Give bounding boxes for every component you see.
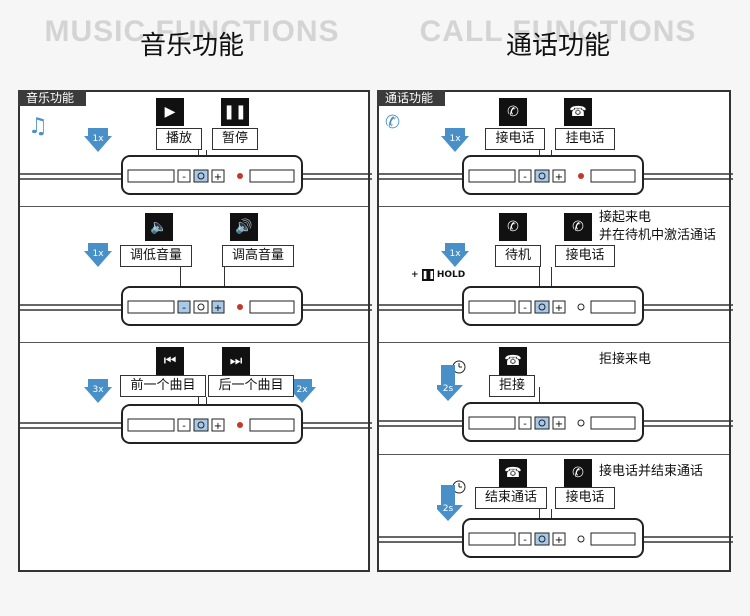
next-track-icon: ⏭: [222, 347, 250, 375]
press-arrow-1x: 1x: [84, 243, 112, 273]
hold-indicator: + ❚❚ HOLD: [411, 269, 466, 281]
svg-text:+: +: [555, 419, 563, 430]
remote-control: - +: [379, 155, 733, 195]
music-header: MUSIC FUNCTIONS 音乐功能: [22, 14, 362, 61]
volume-down-label: 调低音量: [120, 245, 192, 267]
press-arrow-1x: 1x: [441, 243, 469, 273]
press-label: 1x: [449, 134, 461, 144]
music-header-title: 音乐功能: [139, 31, 244, 61]
standby-call-icon: ✆: [499, 213, 527, 241]
note-end-and-answer: 接电话并结束通话: [599, 464, 704, 479]
hang-up-icon: ☎: [564, 98, 592, 126]
call-header-bg-text: CALL FUNCTIONS: [419, 15, 697, 48]
remote-control: - +: [379, 286, 733, 326]
end-call-label: 结束通话: [475, 487, 547, 509]
press-label: 2s: [443, 384, 454, 394]
press-label: 1x: [92, 134, 104, 144]
music-section-volume: 1x 🔈 🔊 调低音量 调高音量 - +: [20, 206, 372, 343]
svg-text:-: -: [182, 303, 186, 314]
note-answer-line2: 并在待机中激活通话: [599, 228, 717, 243]
pause-icon: ❚❚: [221, 98, 249, 126]
remote-control: - +: [379, 402, 733, 442]
call-header: CALL FUNCTIONS 通话功能: [388, 14, 728, 61]
phone-icon: ✆: [385, 112, 401, 133]
end-call-icon: ☎: [499, 459, 527, 487]
answer-call-label: 接电话: [555, 487, 615, 509]
press-arrow-2s: 2s: [433, 479, 471, 527]
press-arrow-2s: 2s: [433, 359, 471, 407]
press-arrow-2x: 2x: [288, 379, 316, 409]
volume-up-icon: 🔊: [230, 213, 258, 241]
next-track-label: 后一个曲目: [208, 375, 294, 397]
answer-call-label: 接电话: [485, 128, 545, 150]
previous-track-icon: ⏮: [156, 347, 184, 375]
svg-text:-: -: [523, 172, 527, 183]
note-answer-line1: 接起来电: [599, 210, 652, 225]
remote-control: - +: [20, 286, 372, 326]
pause-label: 暂停: [212, 128, 258, 150]
call-section-reject: 2s ☎ 拒接来电 拒接 - +: [379, 342, 733, 455]
press-label: 3x: [92, 385, 104, 395]
svg-text:+: +: [555, 172, 563, 183]
answer-call-icon: ✆: [499, 98, 527, 126]
play-icon: ▶: [156, 98, 184, 126]
answer-call-icon: ✆: [564, 459, 592, 487]
svg-text:-: -: [182, 421, 186, 432]
standby-label: 待机: [495, 245, 541, 267]
play-label: 播放: [156, 128, 202, 150]
music-header-bg-text: MUSIC FUNCTIONS: [44, 15, 340, 48]
call-header-title: 通话功能: [505, 31, 610, 61]
svg-text:-: -: [182, 172, 186, 183]
reject-call-icon: ☎: [499, 347, 527, 375]
press-label: 1x: [92, 249, 104, 259]
press-label: 2s: [443, 504, 454, 514]
music-section-play: 1x ▶ ❚❚ 播放 暂停 - +: [20, 92, 372, 206]
hold-text: HOLD: [436, 270, 466, 280]
music-panel-tag: 音乐功能: [18, 90, 87, 106]
hold-icon: ❚❚: [421, 269, 436, 281]
svg-text:+: +: [555, 535, 563, 546]
volume-down-icon: 🔈: [145, 213, 173, 241]
music-note-icon: ♫: [28, 114, 48, 139]
remote-control: - +: [379, 518, 733, 558]
press-arrow-3x: 3x: [84, 379, 112, 409]
svg-text:+: +: [555, 303, 563, 314]
remote-control: - +: [20, 404, 372, 444]
answer-call-label: 接电话: [555, 245, 615, 267]
press-arrow-1x: 1x: [84, 128, 112, 158]
svg-text:-: -: [523, 419, 527, 430]
press-label: 2x: [296, 385, 308, 395]
call-section-standby: 1x + ❚❚ HOLD ✆ ✆ 接起来电 并在待机中激活通话 待机 接电话 -…: [379, 206, 733, 343]
svg-text:+: +: [214, 421, 222, 432]
call-section-end-and-answer: 2s ☎ ✆ 接电话并结束通话 结束通话 接电话 - +: [379, 454, 733, 571]
call-panel-tag: 通话功能: [377, 90, 446, 106]
answer-call-icon: ✆: [564, 213, 592, 241]
press-arrow-1x: 1x: [441, 128, 469, 158]
svg-text:-: -: [523, 303, 527, 314]
hang-up-label: 挂电话: [555, 128, 615, 150]
reject-label: 拒接: [489, 375, 535, 397]
remote-control: - +: [20, 155, 372, 195]
previous-track-label: 前一个曲目: [120, 375, 206, 397]
music-panel: 音乐功能 ♫ 1x ▶ ❚❚ 播放 暂停 - + 1x 🔈: [18, 90, 372, 572]
note-reject: 拒接来电: [599, 352, 652, 367]
svg-text:-: -: [523, 535, 527, 546]
svg-text:+: +: [214, 303, 222, 314]
svg-text:+: +: [214, 172, 222, 183]
press-label: 1x: [449, 249, 461, 259]
call-section-answer: 1x ✆ ☎ 接电话 挂电话 - +: [379, 92, 733, 206]
volume-up-label: 调高音量: [222, 245, 294, 267]
music-section-track: 3x 2x ⏮ ⏭ 前一个曲目 后一个曲目 - +: [20, 342, 372, 571]
call-panel: 通话功能 ✆ 1x ✆ ☎ 接电话 挂电话 - + 1x: [377, 90, 733, 572]
